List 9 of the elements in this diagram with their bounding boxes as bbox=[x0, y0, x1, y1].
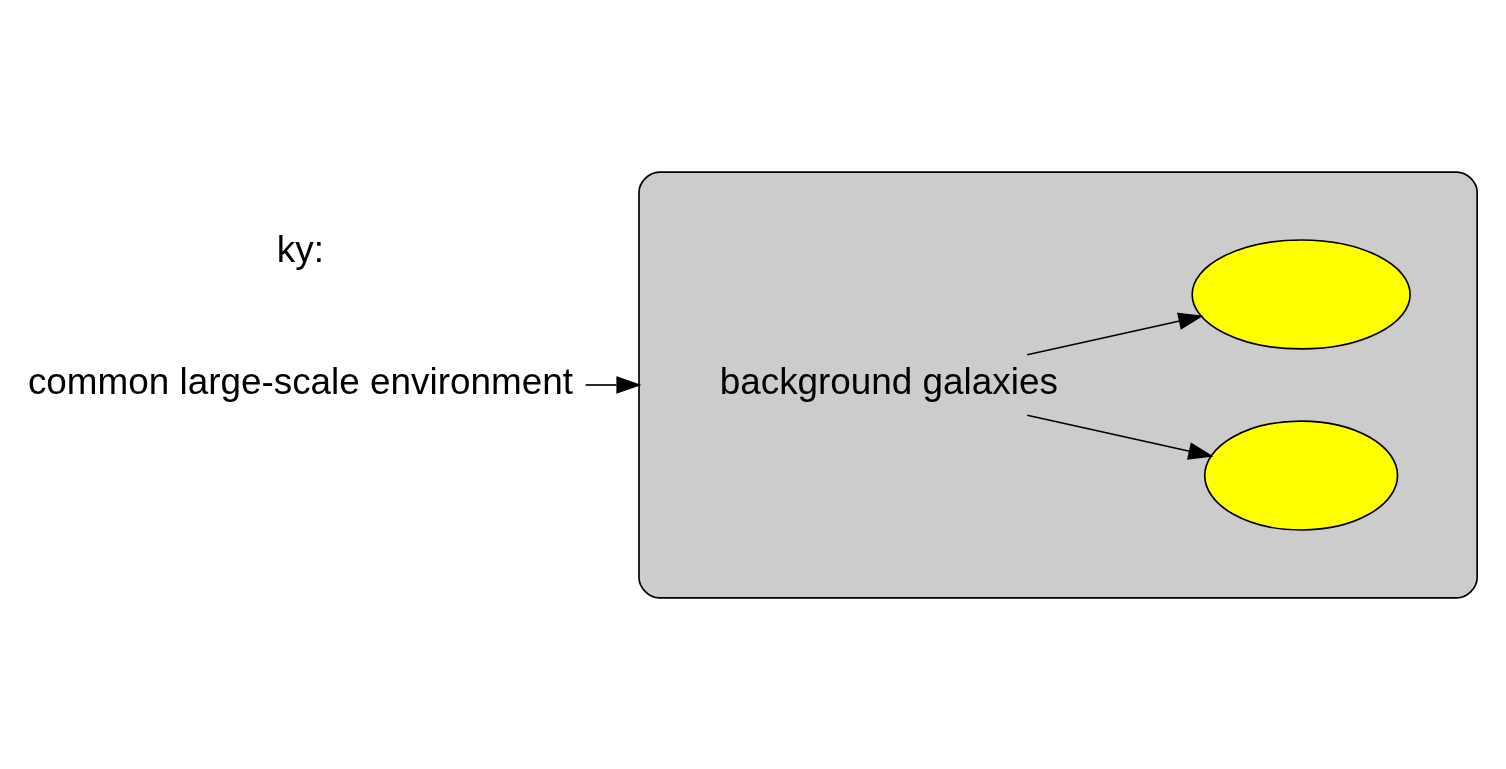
arrow bbox=[1026, 413, 1214, 460]
node-text: background galaxies bbox=[719, 360, 1058, 402]
node-ellipse bbox=[1203, 419, 1399, 531]
cluster bbox=[638, 170, 1478, 599]
arrow bbox=[584, 375, 642, 394]
label: ky: bbox=[276, 228, 324, 270]
arrow bbox=[1026, 312, 1204, 356]
node-text: common large-scale environment bbox=[27, 360, 573, 402]
node-ellipse bbox=[1191, 238, 1411, 350]
